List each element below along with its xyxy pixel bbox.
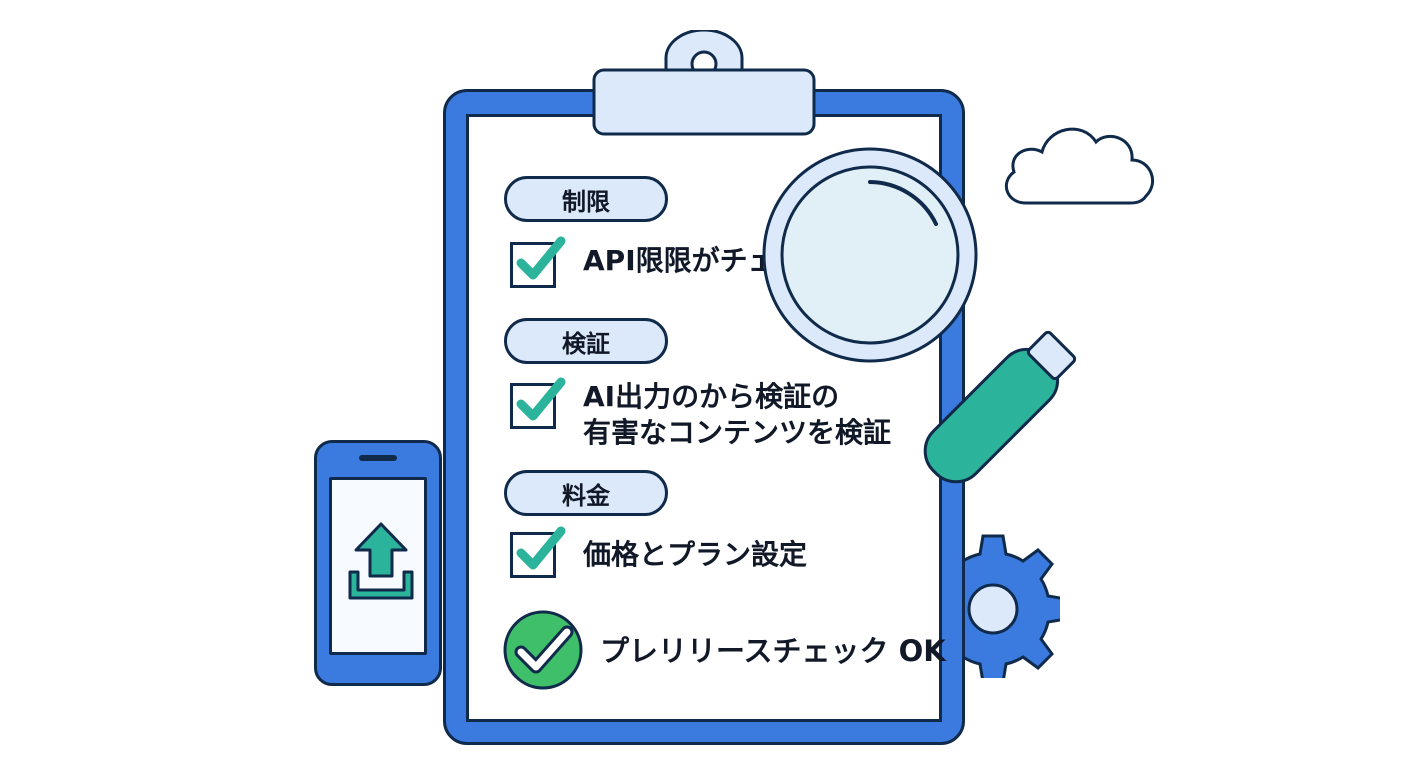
status-text: プレリリースチェック OK — [600, 634, 946, 668]
section-pill-verification: 検証 — [504, 318, 668, 364]
checkbox-pricing[interactable] — [510, 526, 566, 578]
checkbox-api-limits[interactable] — [510, 236, 566, 288]
check-icon — [516, 236, 566, 280]
check-icon — [516, 526, 566, 570]
upload-icon — [348, 522, 414, 600]
checkbox-ai-output[interactable] — [510, 377, 566, 429]
phone-upload-icon — [314, 440, 442, 686]
section-title: 料金 — [562, 481, 610, 510]
phone-speaker — [359, 455, 397, 461]
section-title: 制限 — [562, 187, 610, 216]
item-pricing: 価格とプラン設定 — [583, 538, 808, 571]
section-title: 検証 — [562, 329, 610, 358]
check-icon — [516, 377, 566, 421]
section-pill-limits: 制限 — [504, 176, 668, 222]
clipboard-clip-icon — [592, 30, 816, 136]
cloud-icon — [1004, 127, 1154, 205]
section-pill-pricing: 料金 — [504, 470, 668, 516]
item-ai-output-line-2: 有害なコンテンツを検証 — [583, 416, 892, 449]
ok-check-icon — [503, 610, 583, 690]
item-ai-output-line-1: AI出力のから検証の — [583, 380, 840, 413]
phone-screen — [329, 477, 427, 655]
magnifier-icon — [762, 147, 1077, 484]
